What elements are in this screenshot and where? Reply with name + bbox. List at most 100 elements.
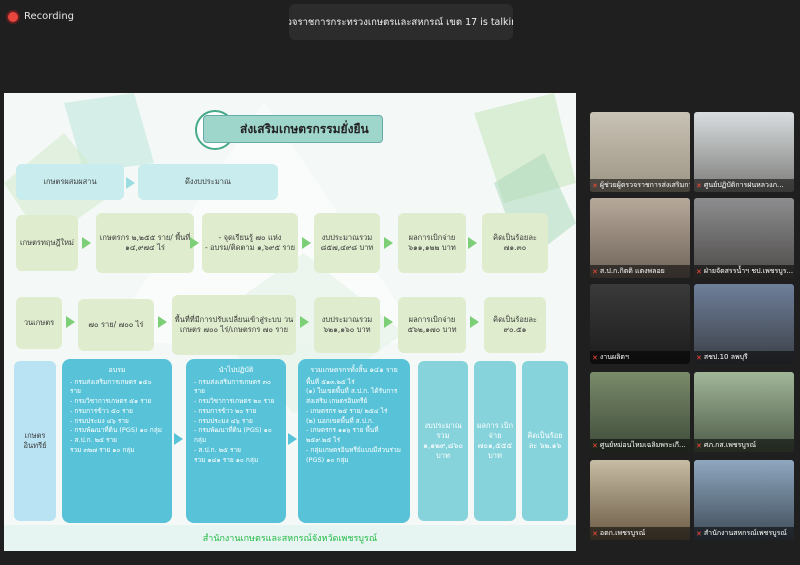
- organic-budget: งบประมาณ รวม ๑,๑๒๙,๘๖๐ บาท: [418, 361, 468, 521]
- mic-muted-icon: ✕: [592, 441, 598, 450]
- total-item: พื้นที่ ๕๑๓.๒๕ ไร่: [306, 377, 355, 386]
- row2-label: วนเกษตร: [16, 297, 62, 349]
- mic-muted-icon: ✕: [592, 529, 598, 538]
- organic-total-box: รวมเกษตรกรทั้งสิ้น ๑๔๑ ราย พื้นที่ ๕๑๓.๒…: [298, 359, 410, 523]
- participant-tile[interactable]: ✕ผู้ช่วยผู้ตรวจราชการส่งเสริมการ...: [590, 112, 690, 192]
- mic-muted-icon: ✕: [696, 181, 702, 190]
- video-feed: [694, 284, 794, 364]
- mic-muted-icon: ✕: [696, 267, 702, 276]
- video-feed: [694, 460, 794, 540]
- shared-screen-slide: (๑) ส่งเสริมเกษตรกรรมยั่งยืน เกษตรผสมผสา…: [4, 93, 576, 551]
- legend-mixed-farming: เกษตรผสมผสาน: [16, 164, 124, 200]
- mic-muted-icon: ✕: [592, 267, 598, 276]
- row1-spent: ผลการเบิกจ่าย ๖๑๑,๑๒๒ บาท: [398, 213, 466, 273]
- organic-percent: คิดเป็นร้อยละ ๖๒.๑๖: [522, 361, 568, 521]
- training-item: - กรมส่งเสริมการเกษตร ๑๕๐ ราย: [70, 377, 152, 396]
- arrow-icon: [66, 316, 75, 328]
- training-item: รวม ๓๒๗ ราย ๑๐ กลุ่ม: [70, 445, 135, 454]
- arrow-icon: [158, 316, 167, 328]
- training-item: - กรมการข้าว ๕๐ ราย: [70, 406, 133, 415]
- active-speaker-banner: ผู้ตรวจราชการกระทรวงเกษตรและสหกรณ์ เขต 1…: [289, 4, 513, 40]
- row1-budget: งบประมาณรวม ๘๕๗,๔๙๘ บาท: [314, 213, 380, 273]
- slide-title: ส่งเสริมเกษตรกรรมยั่งยืน: [203, 115, 383, 143]
- training-title: อบรม: [108, 366, 126, 374]
- apply-item: - กรมประมง ๔๖ ราย: [194, 416, 253, 425]
- mic-muted-icon: ✕: [592, 353, 598, 362]
- participant-tile[interactable]: ✕ส.ป.ก.กิตติ แตงพลอย: [590, 198, 690, 278]
- organic-spent: ผลการ เบิกจ่าย ๗๐๑,๕๕๕ บาท: [474, 361, 516, 521]
- video-feed: [590, 284, 690, 364]
- training-item: - กรมพัฒนาที่ดิน (PGS) ๑๐ กลุ่ม: [70, 426, 162, 435]
- total-item: - กลุ่มเกษตรอินทรีย์แบบมีส่วนร่วม (PGS) …: [306, 445, 401, 464]
- apply-item: - กรมส่งเสริมการเกษตร ๓๐ ราย: [194, 377, 271, 396]
- video-feed: [590, 112, 690, 192]
- arrow-icon: [384, 316, 393, 328]
- row1-label: เกษตรทฤษฎีใหม่: [16, 215, 78, 271]
- slide-footer: สำนักงานเกษตรและสหกรณ์จังหวัดเพชรบูรณ์: [4, 525, 576, 551]
- arrow-icon: [126, 177, 135, 189]
- participant-tile[interactable]: ✕ศภ.กส.เพชรบูรณ์: [694, 372, 794, 452]
- video-feed: [590, 372, 690, 452]
- arrow-icon: [470, 316, 479, 328]
- organic-label: เกษตร อินทรีย์: [14, 361, 56, 521]
- arrow-icon: [384, 237, 393, 249]
- row2-target: ๗๐ ราย/ ๗๐๐ ไร่: [78, 299, 154, 351]
- video-feed: [694, 112, 794, 192]
- recording-label: Recording: [24, 11, 75, 22]
- total-item: (๑) ในเขตพื้นที่ ส.ป.ก. ได้รับการส่งเสริ…: [306, 387, 398, 405]
- participant-tile[interactable]: ✕ศูนย์ปฏิบัติการฝนหลวงภ...: [694, 112, 794, 192]
- row1-target: เกษตรกร ๒,๒๕๕ ราย/ พื้นที่ ๑๔,๙๗๔ ไร่: [96, 213, 194, 273]
- apply-item: - กรมวิชาการเกษตร ๒๐ ราย: [194, 397, 275, 405]
- apply-item: รวม ๑๔๑ ราย ๑๐ กลุ่ม: [194, 455, 259, 464]
- participant-name: ✕ส.ป.ก.กิตติ แตงพลอย: [590, 265, 690, 278]
- video-feed: [590, 198, 690, 278]
- video-feed: [590, 460, 690, 540]
- participant-name: ✕งานผลิตฯ: [590, 351, 690, 364]
- participant-tile[interactable]: ✕ศูนย์หม่อนไหมเฉลิมพระเกี...: [590, 372, 690, 452]
- participant-tile[interactable]: ✕งานผลิตฯ: [590, 284, 690, 364]
- organic-training-box: อบรม - กรมส่งเสริมการเกษตร ๑๕๐ ราย - กรม…: [62, 359, 172, 523]
- mic-muted-icon: ✕: [696, 353, 702, 362]
- arrow-icon: [302, 237, 311, 249]
- mic-muted-icon: ✕: [696, 441, 702, 450]
- participant-name: ✕สชป.10 ลพบุรี: [694, 351, 794, 364]
- arrow-icon: [174, 433, 183, 445]
- participant-tile[interactable]: ✕สชป.10 ลพบุรี: [694, 284, 794, 364]
- total-item: (๒) นอกเขตพื้นที่ ส.ป.ก.: [306, 416, 374, 425]
- arrow-icon: [300, 316, 309, 328]
- arrow-icon: [190, 237, 199, 249]
- training-item: - กรมวิชาการเกษตร ๕๑ ราย: [70, 397, 152, 405]
- participant-name: ✕ฝ่ายจัดสรรน้ำฯ ชป.เพชรบูร...: [694, 265, 794, 278]
- arrow-icon: [468, 237, 477, 249]
- row1-activity: - จุดเรียนรู้ ๗๐ แห่ง - อบรม/ติดตาม ๑,๖๙…: [202, 213, 298, 273]
- participant-name: ✕ศูนย์หม่อนไหมเฉลิมพระเกี...: [590, 439, 690, 452]
- row2-percent: คิดเป็นร้อยละ ๙๐.๕๑: [484, 297, 546, 353]
- recording-indicator: Recording: [8, 11, 74, 22]
- row2-budget: งบประมาณรวม ๖๒๑,๑๖๐ บาท: [314, 297, 380, 353]
- video-feed: [694, 372, 794, 452]
- apply-title: นำไปปฏิบัติ: [218, 366, 254, 374]
- total-item: - เกษตรกร ๒๕ ราย/ ๒๕๔ ไร่: [306, 406, 388, 415]
- participant-name: ✕อตก.เพชรบูรณ์: [590, 527, 690, 540]
- arrow-icon: [288, 433, 297, 445]
- arrow-icon: [82, 237, 91, 249]
- total-title: รวมเกษตรกรทั้งสิ้น ๑๔๑ ราย: [310, 366, 398, 374]
- row1-percent: คิดเป็นร้อยละ ๗๑.๓๐: [482, 213, 548, 273]
- legend-budget: ดึงงบประมาณ: [138, 164, 278, 200]
- training-item: - กรมประมง ๔๖ ราย: [70, 416, 129, 425]
- participant-name: ✕ศภ.กส.เพชรบูรณ์: [694, 439, 794, 452]
- total-item: - เกษตรกร ๑๑๖ ราย พื้นที่ ๒๕๙.๒๕ ไร่: [306, 426, 379, 444]
- apply-item: - กรมพัฒนาที่ดิน (PGS) ๑๐ กลุ่ม: [194, 426, 272, 444]
- apply-item: - ส.ป.ก. ๒๕ ราย: [194, 445, 241, 454]
- top-bar: Recording ผู้ตรวจราชการกระทรวงเกษตรและสห…: [0, 0, 800, 40]
- row2-activity: พื้นที่ที่มีการปรับเปลี่ยนเข้าสู่ระบบ วน…: [172, 295, 296, 355]
- mic-muted-icon: ✕: [696, 529, 702, 538]
- participant-tile[interactable]: ✕สำนักงานสหกรณ์เพชรบูรณ์: [694, 460, 794, 540]
- participant-tile[interactable]: ✕อตก.เพชรบูรณ์: [590, 460, 690, 540]
- training-item: - ส.ป.ก. ๒๕ ราย: [70, 436, 117, 444]
- record-dot-icon: [8, 11, 18, 22]
- participant-name: ✕สำนักงานสหกรณ์เพชรบูรณ์: [694, 527, 794, 540]
- apply-item: - กรมการข้าว ๒๐ ราย: [194, 406, 257, 415]
- participant-tile[interactable]: ✕ฝ่ายจัดสรรน้ำฯ ชป.เพชรบูร...: [694, 198, 794, 278]
- mic-muted-icon: ✕: [592, 181, 598, 190]
